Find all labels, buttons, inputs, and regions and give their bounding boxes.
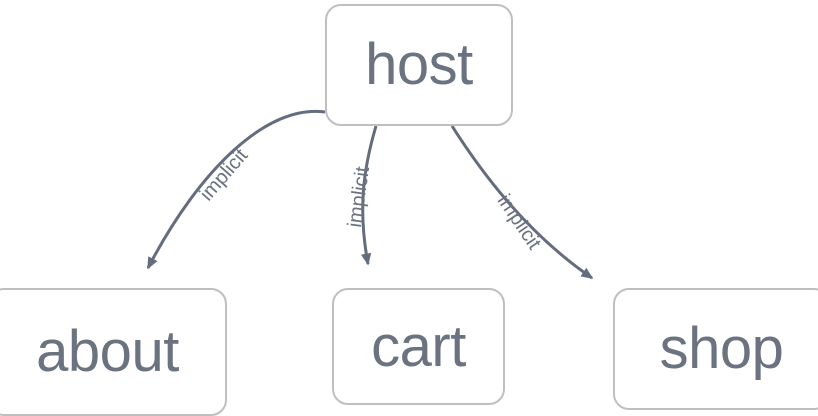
- node-about-label: about: [36, 319, 179, 384]
- edge-host-cart[interactable]: [360, 125, 378, 266]
- node-about[interactable]: about: [0, 288, 227, 416]
- node-host[interactable]: host: [325, 4, 513, 126]
- node-host-label: host: [365, 32, 473, 97]
- node-shop-label: shop: [659, 316, 784, 381]
- edge-host-shop[interactable]: [450, 125, 594, 280]
- node-cart[interactable]: cart: [332, 288, 505, 405]
- edge-host-about[interactable]: [146, 109, 326, 270]
- node-shop[interactable]: shop: [613, 288, 818, 410]
- node-cart-label: cart: [371, 313, 466, 379]
